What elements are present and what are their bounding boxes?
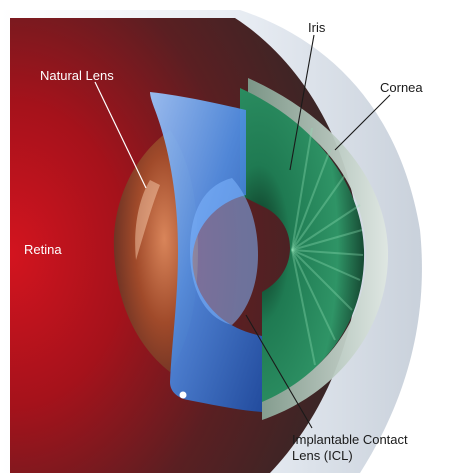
label-iris: Iris: [308, 20, 325, 35]
label-cornea: Cornea: [380, 80, 423, 95]
label-retina: Retina: [24, 242, 62, 257]
icl-haptic-hole: [180, 392, 187, 399]
label-icl-line1: Implantable Contact: [292, 432, 408, 447]
label-icl-line2: Lens (ICL): [292, 448, 353, 463]
label-natural-lens: Natural Lens: [40, 68, 114, 83]
